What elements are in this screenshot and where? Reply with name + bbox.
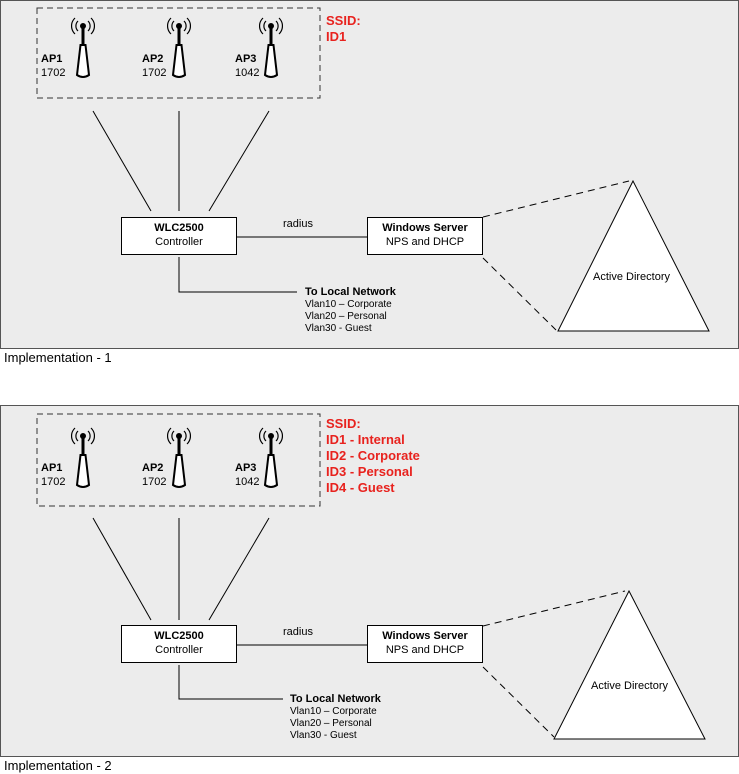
ap1-controller-line xyxy=(92,110,152,212)
vlan-item: Vlan20 – Personal xyxy=(305,311,387,322)
ad-dashed-line-top xyxy=(482,180,630,218)
radius-label: radius xyxy=(283,626,313,638)
ap1-controller-line xyxy=(92,517,152,621)
controller-box: WLC2500 Controller xyxy=(121,217,237,255)
ad-dashed-line-bottom xyxy=(482,257,557,331)
radius-label: radius xyxy=(283,218,313,230)
ap3-label: AP3 1042 xyxy=(235,53,260,79)
ap-group-dashed-border xyxy=(36,7,321,99)
local-network-info: To Local Network Vlan10 – Corporate Vlan… xyxy=(290,693,381,741)
active-directory-label: Active Directory xyxy=(593,271,671,283)
vlan-item: Vlan30 - Guest xyxy=(290,730,357,741)
ap3-controller-line xyxy=(208,517,270,621)
ap3-label: AP3 1042 xyxy=(235,462,260,488)
vlan-item: Vlan30 - Guest xyxy=(305,323,372,334)
ssid-title: SSID: xyxy=(326,416,361,431)
implementation-1-diagram: AP1 1702 AP2 1702 AP3 1042 SSID: ID1 WLC… xyxy=(0,0,739,349)
controller-box: WLC2500 Controller xyxy=(121,625,237,663)
ap3-controller-line xyxy=(208,110,270,212)
connection-lines xyxy=(36,7,710,332)
implementation-2-diagram: AP1 1702 AP2 1702 AP3 1042 SSID: ID1 - I… xyxy=(0,405,739,757)
antenna-icon xyxy=(71,425,95,489)
ssid-item: ID3 - Personal xyxy=(326,464,413,479)
network-line xyxy=(178,257,297,293)
antenna-icon xyxy=(259,425,283,489)
ap1-label: AP1 1702 xyxy=(41,53,66,79)
antenna-icon xyxy=(167,15,191,79)
antenna-icon xyxy=(259,15,283,79)
ssid-list: SSID: ID1 xyxy=(326,13,361,45)
active-directory-label: Active Directory xyxy=(591,680,669,692)
active-directory-triangle xyxy=(557,179,710,332)
antenna-icon xyxy=(167,425,191,489)
implementation-1-caption: Implementation - 1 xyxy=(4,350,112,365)
antenna-icon xyxy=(71,15,95,79)
connection-lines xyxy=(36,413,706,740)
ap1-label: AP1 1702 xyxy=(41,462,66,488)
vlan-item: Vlan10 – Corporate xyxy=(305,299,392,310)
ssid-item: ID1 - Internal xyxy=(326,432,405,447)
local-network-info: To Local Network Vlan10 – Corporate Vlan… xyxy=(305,286,396,334)
vlan-item: Vlan10 – Corporate xyxy=(290,706,377,717)
ssid-item: ID1 xyxy=(326,29,347,44)
ad-dashed-line-bottom xyxy=(482,666,555,738)
ssid-item: ID2 - Corporate xyxy=(326,448,420,463)
implementation-2-caption: Implementation - 2 xyxy=(4,758,112,773)
ssid-item: ID4 - Guest xyxy=(326,480,395,495)
ap2-label: AP2 1702 xyxy=(142,462,167,488)
windows-server-box: Windows Server NPS and DHCP xyxy=(367,625,483,663)
ap2-label: AP2 1702 xyxy=(142,53,167,79)
ap-group-dashed-border xyxy=(36,413,321,507)
ssid-title: SSID: xyxy=(326,13,361,28)
windows-server-box: Windows Server NPS and DHCP xyxy=(367,217,483,255)
active-directory-triangle xyxy=(553,589,706,740)
network-line xyxy=(178,665,283,700)
ad-dashed-line-top xyxy=(482,590,626,627)
vlan-item: Vlan20 – Personal xyxy=(290,718,372,729)
ssid-list: SSID: ID1 - Internal ID2 - Corporate ID3… xyxy=(326,416,420,496)
